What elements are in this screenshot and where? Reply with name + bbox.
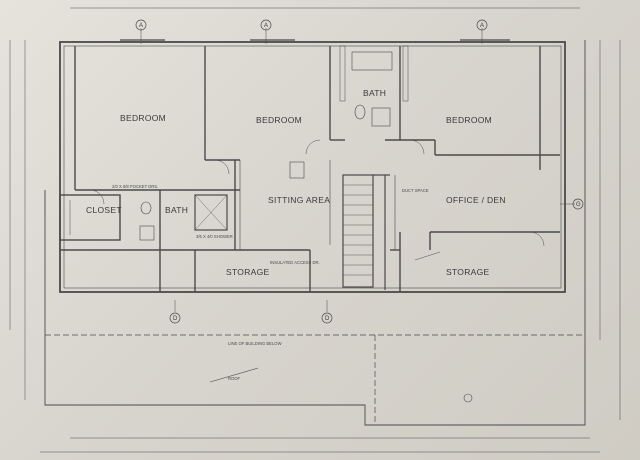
room-label-closet: CLOSET <box>86 205 122 215</box>
grid-marker-g <box>572 198 584 210</box>
note-roof: ROOF <box>228 376 241 381</box>
note-duct-space: DUCT SPACE <box>402 188 429 193</box>
building-outline-below <box>44 40 586 426</box>
grid-marker-d2 <box>321 312 333 324</box>
grid-letter-d1: D <box>173 316 178 322</box>
room-label-storage-left: STORAGE <box>226 267 270 277</box>
toilet-left <box>140 201 152 215</box>
grid-letter-d2: D <box>325 316 330 322</box>
bathtub <box>351 51 393 71</box>
room-label-bedroom-middle: BEDROOM <box>256 115 302 125</box>
note-insulated-access: INSULATED ACCESS DR. <box>270 260 320 265</box>
room-label-office-den: OFFICE / DEN <box>446 195 506 205</box>
grid-marker-a1 <box>135 19 147 31</box>
grid-marker-a2 <box>260 19 272 31</box>
grid-letter-a2: A <box>264 23 268 29</box>
grid-letter-a1: A <box>139 23 143 29</box>
grid-marker-a3 <box>476 19 488 31</box>
exterior-walls <box>59 41 566 293</box>
room-label-bedroom-right: BEDROOM <box>446 115 492 125</box>
note-pocket-doors: 2/0 X 6/8 POCKET DRS. <box>112 184 158 189</box>
room-label-bath-left: BATH <box>165 205 188 215</box>
room-label-bedroom-left: BEDROOM <box>120 113 166 123</box>
room-label-storage-right: STORAGE <box>446 267 490 277</box>
note-line-of-building-below: LINE OF BUILDING BELOW <box>228 341 282 346</box>
room-label-sitting-area: SITTING AREA <box>268 195 330 205</box>
room-label-bath-top: BATH <box>363 88 386 98</box>
closet-walls <box>59 194 121 241</box>
grid-letter-a3: A <box>480 23 484 29</box>
grid-marker-d1 <box>169 312 181 324</box>
toilet-top <box>354 104 366 120</box>
note-shower: 3/6 X 4/0 SHOWER <box>196 234 233 239</box>
staircase <box>342 174 374 288</box>
shower <box>194 194 228 231</box>
grid-letter-g: G <box>576 202 581 208</box>
